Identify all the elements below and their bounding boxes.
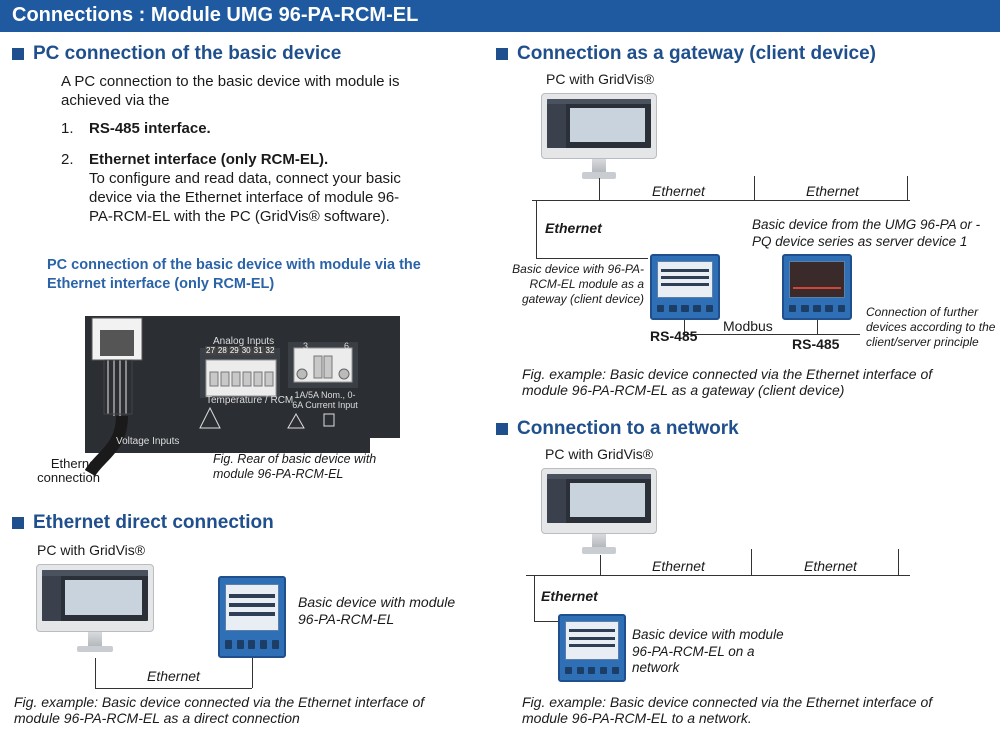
terminal-number: 30 bbox=[240, 346, 252, 355]
gateway-ethernet-label-2: Ethernet bbox=[806, 183, 859, 199]
banner-title: Connections : Module UMG 96-PA-RCM-EL bbox=[12, 4, 419, 26]
list-item-2: 2.Ethernet interface (only RCM-EL). bbox=[61, 151, 329, 168]
temperature-rcm-label: Temperature / RCM bbox=[206, 395, 294, 406]
terminal-3-label: 3 bbox=[303, 341, 309, 351]
network-ethernet-label-1: Ethernet bbox=[652, 558, 705, 574]
network-bus-tick bbox=[751, 549, 752, 575]
network-device-label: Basic device with module 96-PA-RCM-EL on… bbox=[632, 627, 784, 675]
modbus-label: Modbus bbox=[723, 318, 773, 334]
rs485-right-label: RS-485 bbox=[792, 336, 840, 352]
list-item-1: 1.RS-485 interface. bbox=[61, 120, 211, 137]
gateway-bus-tick bbox=[754, 176, 755, 200]
direct-link-line bbox=[252, 658, 253, 688]
direct-connection-heading: Ethernet direct connection bbox=[12, 512, 274, 534]
gateway-branch-line bbox=[536, 258, 648, 259]
current-input-label: 1A/5A Nom., 0-6A Current Input bbox=[292, 390, 358, 410]
gateway-pc-label: PC with GridVis® bbox=[546, 71, 655, 87]
terminal-number: 28 bbox=[216, 346, 228, 355]
further-devices-label: Connection of further devices according … bbox=[866, 305, 996, 349]
rear-figure-caption: Fig. Rear of basic device with module 96… bbox=[213, 452, 377, 481]
direct-device-label: Basic device with module 96-PA-RCM-EL bbox=[298, 594, 456, 627]
network-pc-label: PC with GridVis® bbox=[545, 446, 654, 462]
direct-figure-caption: Fig. example: Basic device connected via… bbox=[14, 694, 425, 726]
network-heading: Connection to a network bbox=[496, 418, 739, 440]
rs485-left-label: RS-485 bbox=[650, 328, 698, 344]
heading-square-icon bbox=[496, 48, 508, 60]
gateway-pc-monitor bbox=[541, 93, 657, 185]
gateway-ethernet-label-1: Ethernet bbox=[652, 183, 705, 199]
network-branch-line bbox=[534, 621, 560, 622]
client-device-label: Basic device with 96-PA-RCM-EL module as… bbox=[512, 262, 644, 306]
pc-connection-subheading: PC connection of the basic device with m… bbox=[47, 257, 421, 292]
direct-link-line bbox=[95, 688, 252, 689]
analog-inputs-label: Analog Inputs bbox=[213, 336, 275, 347]
terminal-number: 27 bbox=[205, 346, 216, 355]
pc-connection-intro: A PC connection to the basic device with… bbox=[61, 73, 400, 109]
network-branch-line bbox=[534, 575, 535, 621]
gateway-ethernet-bus bbox=[532, 200, 910, 201]
heading-square-icon bbox=[496, 423, 508, 435]
network-figure-caption: Fig. example: Basic device connected via… bbox=[522, 694, 933, 726]
gateway-bus-tick bbox=[907, 176, 908, 200]
server-device-label: Basic device from the UMG 96-PA or -PQ d… bbox=[752, 217, 981, 249]
network-bus-tick bbox=[600, 555, 601, 575]
voltage-inputs-label: Voltage Inputs bbox=[116, 436, 180, 447]
terminal-number: 32 bbox=[264, 346, 276, 355]
ethernet-connection-label: Ethernet connection bbox=[37, 456, 100, 485]
device-rear-illustration bbox=[84, 316, 400, 477]
network-bus-tick bbox=[898, 549, 899, 575]
terminal-numbers: 27 28 29 30 31 32 bbox=[205, 346, 276, 355]
terminal-number: 29 bbox=[228, 346, 240, 355]
direct-ethernet-label: Ethernet bbox=[147, 668, 200, 684]
heading-square-icon bbox=[12, 48, 24, 60]
network-basic-device bbox=[558, 614, 626, 682]
terminal-number: 31 bbox=[252, 346, 264, 355]
direct-link-line bbox=[95, 658, 96, 688]
page-banner: Connections : Module UMG 96-PA-RCM-EL bbox=[0, 0, 1000, 32]
direct-basic-device bbox=[218, 576, 286, 658]
gateway-server-device bbox=[782, 254, 852, 320]
list-item-2-text: To configure and read data, connect your… bbox=[89, 170, 401, 225]
heading-square-icon bbox=[12, 517, 24, 529]
network-branch-ethernet-label: Ethernet bbox=[541, 588, 598, 604]
direct-pc-monitor bbox=[36, 564, 154, 659]
gateway-figure-caption: Fig. example: Basic device connected via… bbox=[522, 366, 933, 398]
direct-pc-label: PC with GridVis® bbox=[37, 542, 146, 558]
rs485-line bbox=[817, 320, 818, 334]
network-ethernet-label-2: Ethernet bbox=[804, 558, 857, 574]
gateway-heading: Connection as a gateway (client device) bbox=[496, 43, 876, 65]
gateway-branch-line bbox=[536, 200, 537, 258]
gateway-client-device bbox=[650, 254, 720, 320]
network-pc-monitor bbox=[541, 468, 657, 560]
pc-connection-heading: PC connection of the basic device bbox=[12, 43, 341, 65]
rs485-line bbox=[684, 320, 685, 334]
gateway-bus-tick bbox=[599, 178, 600, 200]
modbus-line bbox=[684, 334, 860, 335]
gateway-branch-ethernet-label: Ethernet bbox=[545, 220, 602, 236]
terminal-6-label: 6 bbox=[344, 341, 350, 351]
network-ethernet-bus bbox=[526, 575, 910, 576]
